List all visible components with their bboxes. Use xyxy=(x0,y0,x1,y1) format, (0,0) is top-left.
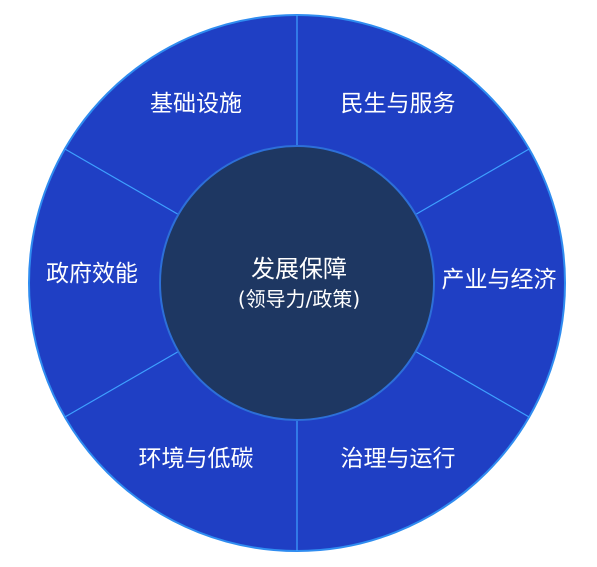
segment-label-government-efficiency: 政府效能 xyxy=(46,261,138,287)
center-subtitle: (领导力/政策) xyxy=(238,287,360,311)
divider-line xyxy=(415,148,530,216)
divider-line xyxy=(64,350,179,418)
divider-line xyxy=(64,148,179,216)
segment-label-infrastructure: 基础设施 xyxy=(150,91,242,117)
center-circle xyxy=(159,145,435,421)
segment-label-livelihood-services: 民生与服务 xyxy=(341,91,456,117)
segment-dividers xyxy=(64,15,530,551)
segment-label-industry-economy: 产业与经济 xyxy=(442,267,557,293)
divider-line xyxy=(415,350,530,418)
segment-label-governance-operation: 治理与运行 xyxy=(341,446,456,472)
center-title: 发展保障 xyxy=(251,255,347,283)
segment-label-environment-low-carbon: 环境与低碳 xyxy=(139,446,254,472)
